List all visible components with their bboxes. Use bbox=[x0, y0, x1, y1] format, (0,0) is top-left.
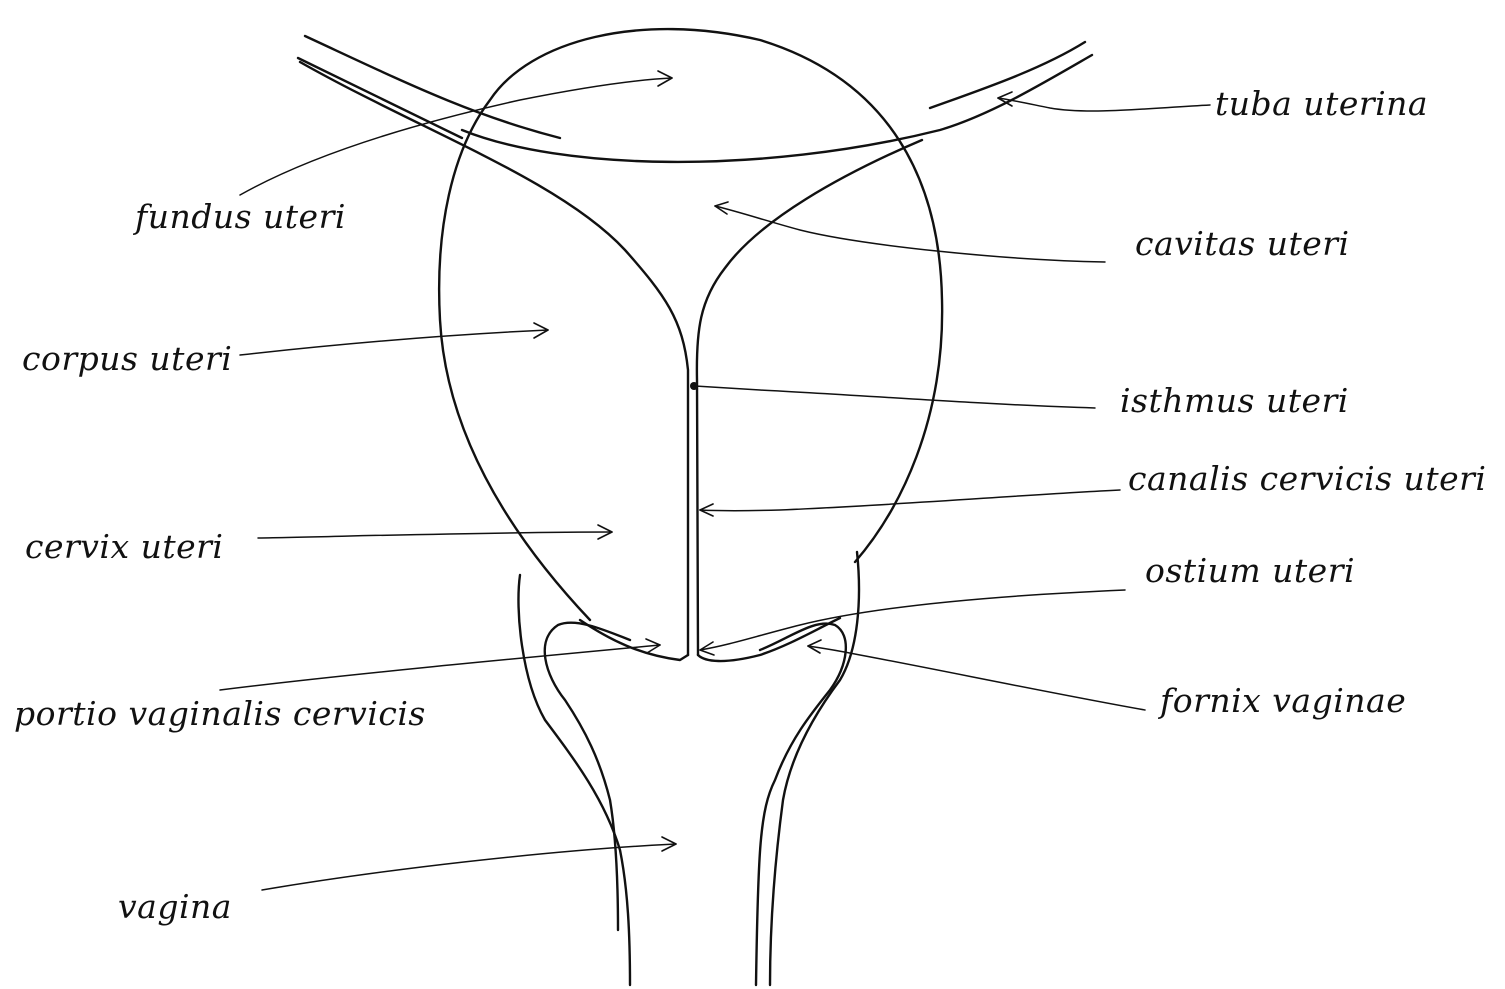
label-canalis-cervicis-uteri: canalis cervicis uteri bbox=[1128, 459, 1486, 498]
vagina-right-wall bbox=[770, 552, 859, 985]
label-isthmus-uteri: isthmus uteri bbox=[1120, 381, 1349, 420]
leader-isthmus-uteri bbox=[695, 386, 1095, 408]
leader-lines bbox=[220, 71, 1210, 890]
vagina-left-wall bbox=[518, 575, 630, 985]
leader-tuba-uterina bbox=[998, 98, 1210, 111]
leader-ostium-uteri bbox=[700, 590, 1125, 650]
label-ostium-uteri: ostium uteri bbox=[1145, 551, 1355, 590]
label-fundus-uteri: fundus uteri bbox=[132, 197, 346, 236]
portio-left bbox=[580, 620, 688, 660]
fundus-arc bbox=[462, 55, 1092, 162]
right-uterine-tube-upper bbox=[930, 42, 1085, 108]
label-cavitas-uteri: cavitas uteri bbox=[1135, 224, 1350, 263]
leader-cavitas-uteri bbox=[715, 206, 1105, 262]
leader-corpus-uteri bbox=[240, 330, 548, 355]
leader-fundus-uteri bbox=[240, 78, 672, 195]
label-cervix-uteri: cervix uteri bbox=[25, 527, 223, 566]
label-vagina: vagina bbox=[118, 887, 232, 926]
cavity-left-wall bbox=[300, 62, 688, 655]
leader-cervix-uteri bbox=[258, 532, 612, 538]
uterus-outline bbox=[439, 29, 942, 620]
labels: tuba uterina fundus uteri cavitas uteri … bbox=[14, 84, 1486, 926]
leader-vagina bbox=[262, 844, 676, 890]
fornix-right bbox=[756, 624, 846, 985]
leader-fornix-vaginae bbox=[808, 646, 1145, 710]
label-fornix-vaginae: fornix vaginae bbox=[1157, 681, 1406, 720]
leader-portio-vaginalis-cervicis bbox=[220, 645, 660, 690]
label-portio-vaginalis-cervicis: portio vaginalis cervicis bbox=[14, 694, 426, 733]
label-corpus-uteri: corpus uteri bbox=[22, 339, 232, 378]
leader-canalis-cervicis-uteri bbox=[700, 490, 1120, 511]
fornix-left bbox=[545, 623, 630, 930]
anatomy-drawing bbox=[298, 29, 1092, 985]
label-tuba-uterina: tuba uterina bbox=[1215, 84, 1428, 123]
